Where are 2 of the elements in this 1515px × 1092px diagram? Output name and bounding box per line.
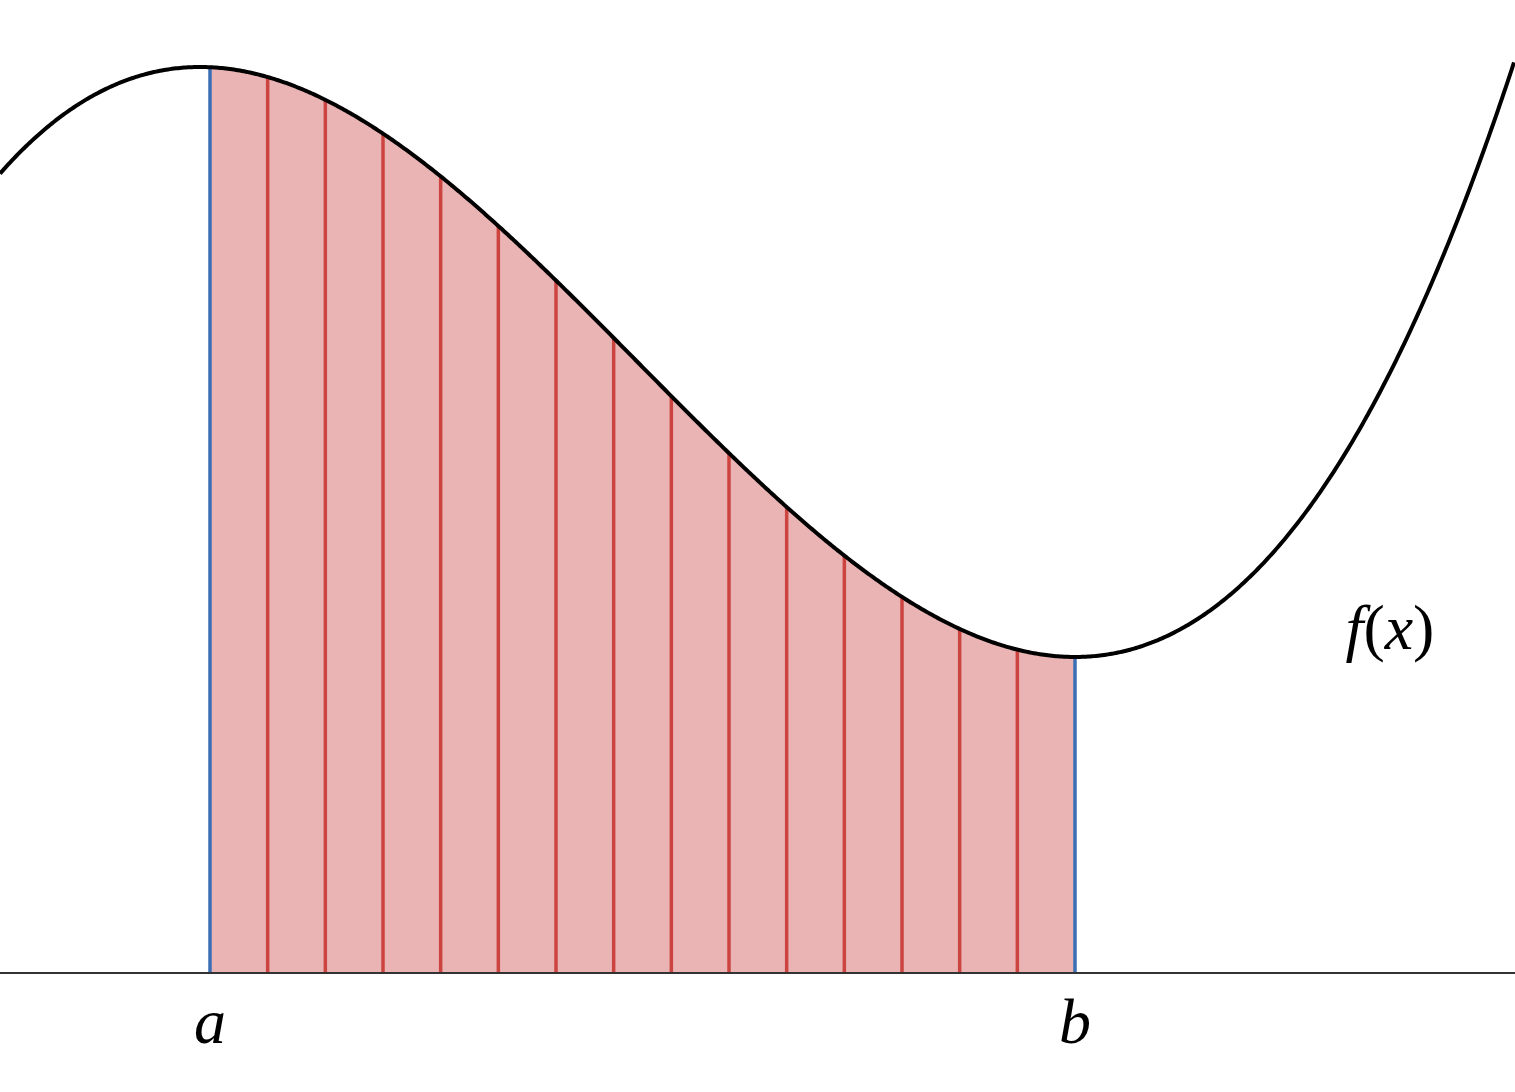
math-label: b (1059, 990, 1091, 1054)
math-label: a (194, 990, 226, 1054)
